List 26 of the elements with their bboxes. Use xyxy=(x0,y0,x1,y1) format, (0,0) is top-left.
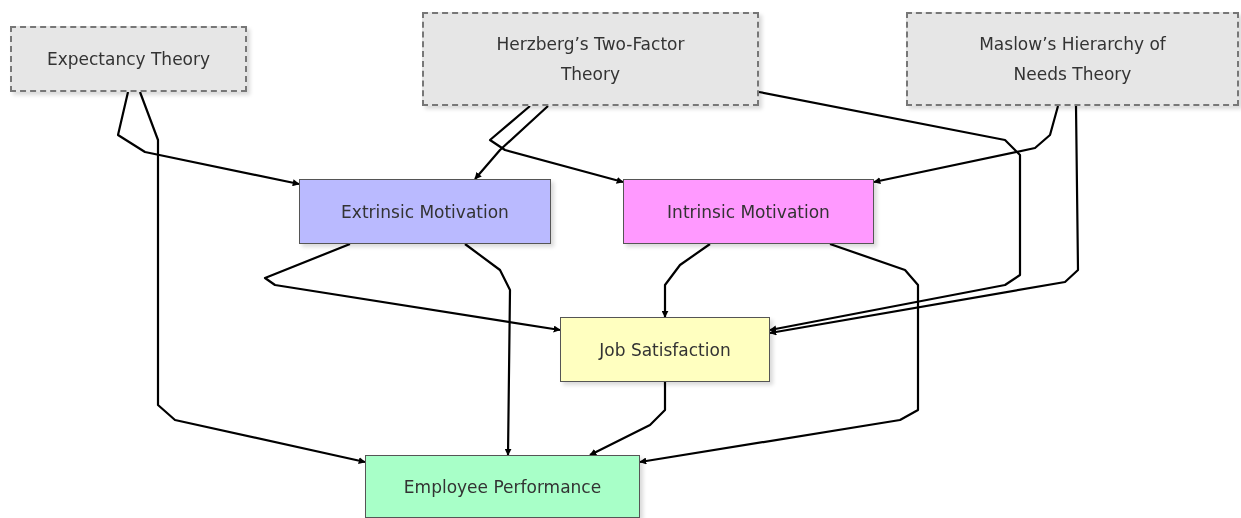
node-label: Employee Performance xyxy=(403,475,602,499)
arrow xyxy=(474,105,549,180)
arrow xyxy=(639,242,920,465)
arrow xyxy=(769,106,1080,336)
arrow xyxy=(138,91,366,465)
arrow xyxy=(873,105,1060,185)
node-label: Job Satisfaction xyxy=(599,338,731,362)
node-label: Herzberg’s Two-Factor Theory xyxy=(495,33,686,86)
arrow xyxy=(488,105,624,184)
arrow xyxy=(589,382,667,456)
theory-box xyxy=(10,26,247,92)
arrow xyxy=(464,243,512,456)
process-box xyxy=(365,455,640,518)
node-label: Intrinsic Motivation xyxy=(667,200,830,224)
node-label: Expectancy Theory xyxy=(46,48,211,71)
theory-box xyxy=(906,12,1239,106)
process-box xyxy=(560,317,770,382)
process-box xyxy=(299,179,551,244)
arrow xyxy=(116,91,300,187)
process-box xyxy=(623,179,874,244)
arrow xyxy=(758,90,1022,333)
node-label: Extrinsic Motivation xyxy=(341,200,509,224)
node-label: Maslow’s Hierarchy of Needs Theory xyxy=(978,33,1167,86)
arrow xyxy=(263,242,561,333)
theory-box xyxy=(422,12,759,106)
arrow xyxy=(661,243,711,318)
